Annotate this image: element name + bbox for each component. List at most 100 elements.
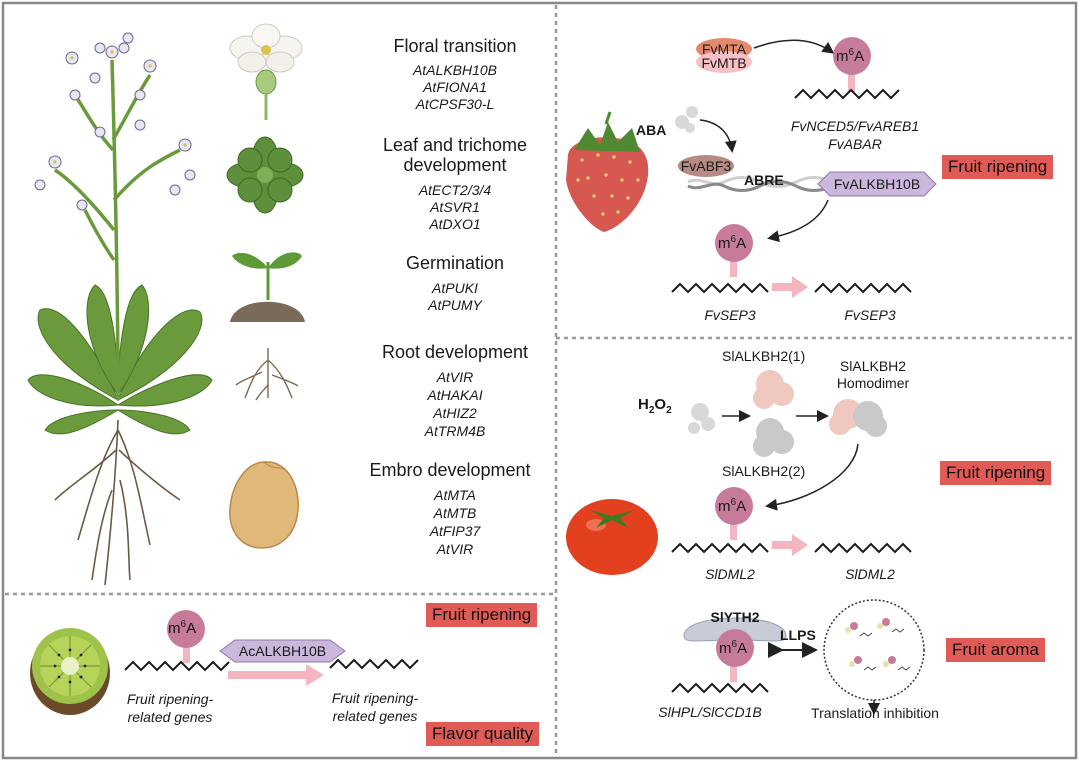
- gene-label: AtALKBH10B: [412, 62, 498, 78]
- condensate-droplet-icon: [823, 599, 925, 701]
- kiwi-pink-arrow: [228, 664, 324, 686]
- kiwi-m6a-circle: [167, 610, 205, 648]
- kiwi-right-gene-line1: Fruit ripening-: [331, 690, 419, 706]
- kiwi-left-gene-line2: related genes: [127, 709, 213, 725]
- gene-label: AtTRM4B: [424, 423, 486, 439]
- strawberry-bottom-m6a-circle: [715, 224, 753, 262]
- gene-label: AtPUMY: [428, 297, 482, 313]
- sldml2-right-mrna: [814, 542, 912, 554]
- tomato-top-m6a-stem: [730, 520, 737, 540]
- seedling-icon: [230, 252, 305, 322]
- sldml2-left-label: SlDML2: [705, 566, 755, 582]
- tomato-bottom-m6a-label: m6A: [719, 639, 748, 657]
- gene-label: AtHIZ2: [433, 405, 477, 421]
- gene-label: AtECT2/3/4: [418, 182, 492, 198]
- kiwi-icon: [30, 628, 110, 715]
- strawberry-icon: [566, 111, 649, 232]
- kiwi-flavor-quality-tag: Flavor quality: [426, 722, 540, 746]
- slalkbh2-1-label: SlALKBH2(1): [722, 348, 806, 364]
- arabidopsis-plant-icon: [27, 32, 213, 586]
- gene-label: AtSVR1: [430, 199, 480, 215]
- mta-to-m6a-arrow: [753, 39, 835, 54]
- fvsep3-right-mrna: [814, 282, 912, 294]
- floral-transition-title: Floral transition: [393, 36, 517, 56]
- tomato-fruit-ripening-tag: Fruit ripening: [940, 461, 1052, 485]
- slyth2-label: SlYTH2: [710, 609, 760, 625]
- tomato-bottom-m6a-circle: [716, 629, 754, 667]
- tomato-fruit-aroma-tag: Fruit aroma: [946, 638, 1045, 662]
- tomato-bottom-m6a-stem: [730, 662, 737, 682]
- gene-label: AtDXO1: [429, 216, 481, 232]
- root-development-title: Root development: [381, 342, 529, 362]
- strawberry-bottom-m6a-label: m6A: [718, 234, 747, 252]
- fvmtb-label: FvMTB: [701, 55, 747, 71]
- kiwi-m6a-stem: [183, 639, 190, 663]
- slhpl-label: SlHPL/SlCCD1B: [658, 704, 762, 720]
- fvmtb-shape: [696, 51, 752, 73]
- sldml2-left-mrna: [671, 542, 769, 554]
- fvalkbh10b-label: FvALKBH10B: [833, 176, 921, 192]
- rosette-icon: [226, 136, 304, 214]
- aba-arrow: [699, 119, 737, 153]
- abre-label: ABRE: [744, 172, 784, 188]
- gene-label: AtMTA: [434, 487, 476, 503]
- strawberry-targets-line2: FvABAR: [828, 136, 882, 152]
- strawberry-top-m6a-circle: [833, 37, 871, 75]
- kiwi-left-mrna: [124, 660, 230, 672]
- fvabf3-shape: [678, 155, 734, 177]
- acalkbh10b-label: AcALKBH10B: [238, 643, 327, 659]
- fvsep3-left-label: FvSEP3: [704, 307, 756, 323]
- kiwi-right-mrna: [329, 658, 419, 670]
- slalkbh2-dimer-line2: Homodimer: [836, 375, 910, 391]
- h2o2-label: H2O2: [638, 396, 672, 416]
- gene-label: AtFIP37: [429, 523, 481, 539]
- aba-molecule-icon: [675, 106, 698, 133]
- dimer-to-m6a-arrow: [765, 443, 859, 511]
- slalkbh2-dimer-line1: SlALKBH2: [839, 358, 907, 374]
- embryo-development-title: Embro development: [369, 460, 531, 480]
- alkbh2-monomer-2-icon: [753, 418, 794, 457]
- seed-icon: [229, 461, 299, 549]
- gene-label: AtVIR: [436, 541, 474, 557]
- leaf-development-title-line1: Leaf and trichome: [382, 135, 528, 155]
- slalkbh2-2-label: SlALKBH2(2): [722, 463, 806, 479]
- llps-label: LLPS: [780, 627, 816, 643]
- gene-label: AtCPSF30-L: [415, 96, 495, 112]
- gene-label: AtPUKI: [432, 280, 478, 296]
- strawberry-targets-line1: FvNCED5/FvAREB1: [790, 118, 920, 134]
- fvsep3-left-mrna: [671, 282, 769, 294]
- translation-inhibition-label: Translation inhibition: [811, 705, 939, 721]
- strawberry-pink-arrow: [772, 276, 808, 298]
- alkbh2-homodimer-icon: [829, 399, 887, 437]
- strawberry-top-m6a-label: m6A: [836, 47, 865, 65]
- fvalkbh10b-shape: [817, 171, 937, 197]
- fvabf3-label: FvABF3: [680, 158, 732, 174]
- gene-label: AtMTB: [433, 505, 477, 521]
- root-icon: [235, 348, 299, 401]
- aba-label: ABA: [636, 122, 667, 138]
- kiwi-alkbh-protein: [219, 639, 346, 663]
- tomato-top-m6a-circle: [715, 487, 753, 525]
- slhpl-mrna: [671, 682, 769, 694]
- strawberry-bottom-m6a-stem: [730, 257, 737, 277]
- sldml2-right-label: SlDML2: [845, 566, 895, 582]
- germination-title: Germination: [405, 253, 505, 273]
- tomato-pink-arrow: [772, 534, 808, 556]
- fvsep3-right-label: FvSEP3: [844, 307, 896, 323]
- kiwi-left-gene-line1: Fruit ripening-: [126, 691, 214, 707]
- alkbh-to-m6a-arrow: [767, 199, 829, 243]
- dna-helix: [687, 176, 833, 192]
- gene-label: AtHAKAI: [427, 387, 483, 403]
- gene-label: AtFIONA1: [423, 79, 487, 95]
- kiwi-right-gene-line2: related genes: [332, 708, 418, 724]
- kiwi-m6a-label: m6A: [168, 619, 197, 637]
- strawberry-top-m6a-stem: [848, 72, 855, 92]
- strawberry-top-mrna: [794, 88, 900, 100]
- tomato-top-m6a-label: m6A: [718, 497, 747, 515]
- alkbh2-monomer-1-icon: [753, 370, 794, 409]
- gene-label: AtVIR: [436, 369, 474, 385]
- tomato-icon: [566, 499, 658, 575]
